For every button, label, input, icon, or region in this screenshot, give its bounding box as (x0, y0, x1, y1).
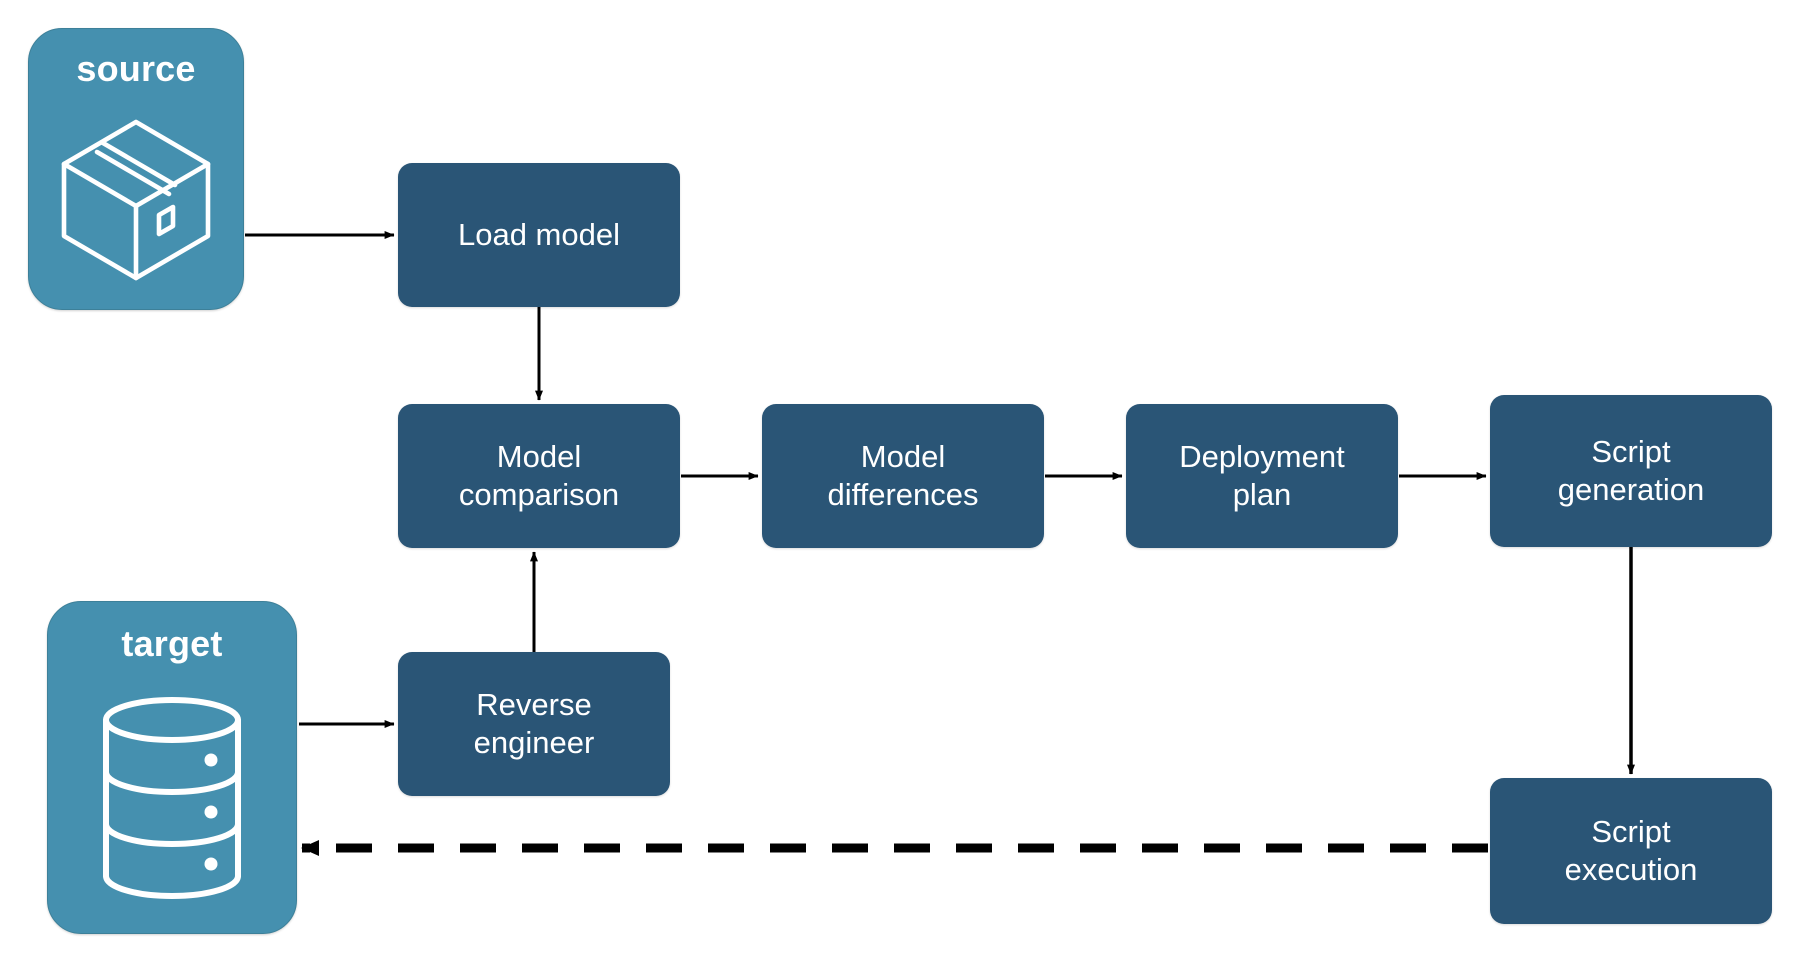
process-box-script-execution[interactable]: Script execution (1490, 778, 1772, 924)
process-box-deployment-plan[interactable]: Deployment plan (1126, 404, 1398, 548)
process-box-label: Deployment plan (1179, 439, 1345, 512)
endpoint-label-source: source (76, 48, 196, 89)
process-box-model-differences[interactable]: Model differences (762, 404, 1044, 548)
endpoint-card-source[interactable]: source (28, 28, 244, 310)
process-box-reverse-engineer[interactable]: Reverse engineer (398, 652, 670, 796)
process-box-model-comparison[interactable]: Model comparison (398, 404, 680, 548)
process-box-label: Script execution (1564, 814, 1698, 887)
process-box-script-generation[interactable]: Script generation (1490, 395, 1772, 547)
process-box-label: Script generation (1557, 434, 1705, 507)
package-box-icon (29, 87, 243, 309)
endpoint-label-target: target (121, 623, 223, 664)
endpoint-card-target[interactable]: target (47, 601, 297, 934)
process-box-load-model[interactable]: Load model (398, 163, 680, 307)
process-box-label: Load model (457, 217, 620, 253)
process-box-label: Reverse engineer (473, 687, 595, 760)
process-box-label: Model differences (827, 439, 979, 512)
process-box-label: Model comparison (458, 439, 620, 512)
database-cylinder-icon (48, 662, 296, 933)
